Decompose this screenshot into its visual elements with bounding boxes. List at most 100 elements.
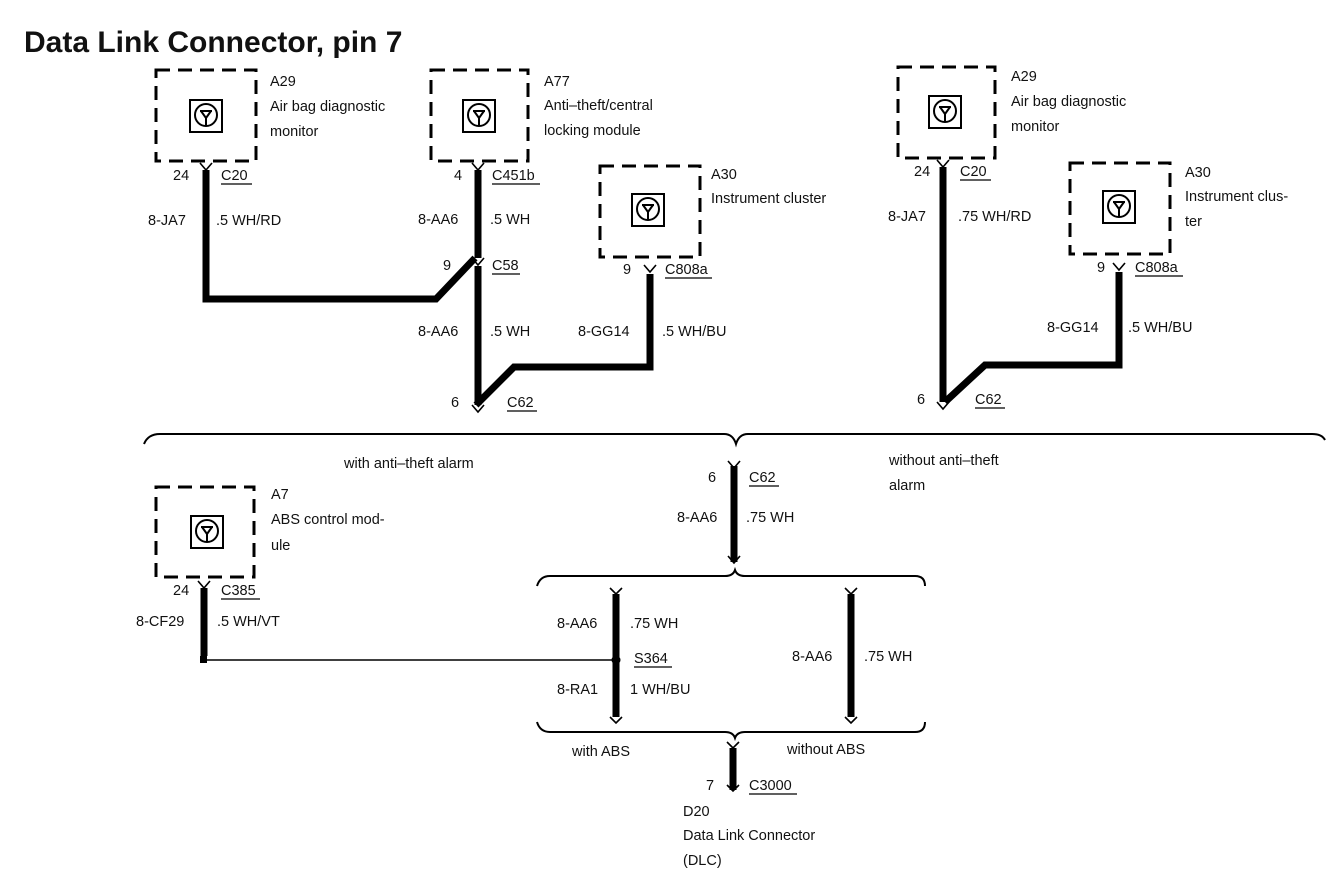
circuit-number: 8-GG14: [578, 324, 630, 340]
wire-with-abs: [609, 587, 623, 725]
variant-label-without-abs: without ABS: [786, 742, 865, 758]
connector-name: C385: [221, 583, 256, 599]
wire-harness-with-alarm: [199, 162, 657, 414]
wire-label-aa6-c58: 8-AA6 .5 WH: [418, 324, 530, 340]
module-description: monitor: [1011, 119, 1060, 135]
module-a29-left: A29 Air bag diagnostic monitor: [154, 68, 385, 163]
wire-spec: .75 WH: [864, 649, 912, 665]
module-description: monitor: [270, 124, 319, 140]
pin-number: 6: [917, 392, 925, 408]
transistor-icon: [189, 99, 223, 133]
pin-number: 24: [914, 164, 930, 180]
wire-mid-trunk: [727, 460, 741, 565]
wire-label-aa6-noabs: 8-AA6 .75 WH: [792, 649, 912, 665]
connector-name: C3000: [749, 778, 792, 794]
variant-label-without-alarm: without anti–theft: [888, 453, 999, 469]
circuit-number: 8-AA6: [418, 324, 458, 340]
connector-name: C20: [221, 168, 248, 184]
wire-spec: .5 WH/BU: [662, 324, 726, 340]
wire-label-gg14-right: 8-GG14 .5 WH/BU: [1047, 320, 1192, 336]
module-description: ABS control mod-: [271, 512, 385, 528]
pin-number: 9: [443, 258, 451, 274]
wire-label-ja7-right: 8-JA7 .75 WH/RD: [888, 209, 1031, 225]
connector-name: C62: [749, 470, 776, 486]
circuit-number: 8-JA7: [148, 213, 186, 229]
module-description: ule: [271, 538, 290, 554]
wire-to-dlc: [726, 741, 740, 793]
connector-name: C58: [492, 258, 519, 274]
module-id: A29: [1011, 69, 1037, 85]
wire-spec: .5 WH/BU: [1128, 320, 1192, 336]
connector-name: C451b: [492, 168, 535, 184]
wire-spec: .5 WH: [490, 212, 530, 228]
module-d20: D20 Data Link Connector (DLC): [683, 804, 815, 869]
variant-brace-abs-bottom: [536, 721, 926, 742]
circuit-number: 8-CF29: [136, 614, 184, 630]
wire-spec: .75 WH/RD: [958, 209, 1031, 225]
connector-name: C62: [507, 395, 534, 411]
variant-label-with-abs: with ABS: [571, 744, 630, 760]
wire-spec: .75 WH: [630, 616, 678, 632]
circuit-number: 8-AA6: [418, 212, 458, 228]
pin-number: 6: [451, 395, 459, 411]
module-description: (DLC): [683, 853, 722, 869]
module-id: D20: [683, 804, 710, 820]
page-title: Data Link Connector, pin 7: [24, 26, 402, 59]
pin-number: 4: [454, 168, 462, 184]
variant-brace-abs-top: [536, 566, 926, 587]
transistor-icon: [631, 193, 665, 227]
circuit-number: 8-AA6: [557, 616, 597, 632]
module-description: locking module: [544, 123, 641, 139]
module-description: Data Link Connector: [683, 828, 815, 844]
circuit-number: 8-GG14: [1047, 320, 1099, 336]
connector-c385: 24 C385: [173, 583, 260, 600]
connector-c20-right: 24 C20: [914, 164, 991, 181]
wire-label-gg14-left: 8-GG14 .5 WH/BU: [578, 324, 726, 340]
wire-label-ja7-left: 8-JA7 .5 WH/RD: [148, 213, 281, 229]
circuit-number: 8-RA1: [557, 682, 598, 698]
wire-without-abs: [844, 587, 858, 725]
wire-label-aa6-a77: 8-AA6 .5 WH: [418, 212, 530, 228]
pin-number: 6: [708, 470, 716, 486]
module-description: ter: [1185, 214, 1202, 230]
wire-label-ra1: 8-RA1 1 WH/BU: [557, 682, 690, 698]
wire-label-aa6-mid: 8-AA6 .75 WH: [677, 510, 794, 526]
connector-c62-mid: 6 C62: [708, 470, 779, 487]
wire-spec: .5 WH/VT: [217, 614, 280, 630]
connector-c3000: 7 C3000: [706, 778, 797, 795]
circuit-number: 8-AA6: [677, 510, 717, 526]
circuit-number: 8-AA6: [792, 649, 832, 665]
module-a29-right: A29 Air bag diagnostic monitor: [896, 65, 1126, 160]
connector-name: C62: [975, 392, 1002, 408]
variant-brace-alarm: [143, 433, 1326, 448]
pin-number: 24: [173, 583, 189, 599]
transistor-icon: [1102, 190, 1136, 224]
connector-c808a-right: 9 C808a: [1097, 260, 1183, 277]
module-description: Air bag diagnostic: [270, 99, 385, 115]
pin-number: 24: [173, 168, 189, 184]
connector-c20-left: 24 C20: [173, 168, 252, 185]
wire-spec: .75 WH: [746, 510, 794, 526]
connector-c808a-left: 9 C808a: [623, 262, 712, 279]
transistor-icon: [190, 515, 224, 549]
splice-name: S364: [634, 651, 668, 667]
module-a77: A77 Anti–theft/central locking module: [429, 68, 653, 163]
connector-c62-left: 6 C62: [451, 395, 537, 412]
module-a7: A7 ABS control mod- ule: [154, 485, 385, 579]
wire-spec: 1 WH/BU: [630, 682, 690, 698]
module-id: A7: [271, 487, 289, 503]
wire-label-cf29: 8-CF29 .5 WH/VT: [136, 614, 280, 630]
pin-number: 7: [706, 778, 714, 794]
variant-label-without-alarm-cont: alarm: [889, 478, 925, 494]
splice-s364: S364: [634, 651, 672, 668]
variant-label-with-alarm: with anti–theft alarm: [343, 456, 474, 472]
module-description: Air bag diagnostic: [1011, 94, 1126, 110]
connector-c451b: 4 C451b: [454, 168, 540, 185]
wire-harness-without-alarm: [936, 159, 1126, 411]
wire-spec: .5 WH: [490, 324, 530, 340]
module-a30-left: A30 Instrument cluster: [598, 164, 826, 259]
module-id: A29: [270, 74, 296, 90]
circuit-number: 8-JA7: [888, 209, 926, 225]
transistor-icon: [928, 95, 962, 129]
module-description: Instrument cluster: [711, 191, 826, 207]
